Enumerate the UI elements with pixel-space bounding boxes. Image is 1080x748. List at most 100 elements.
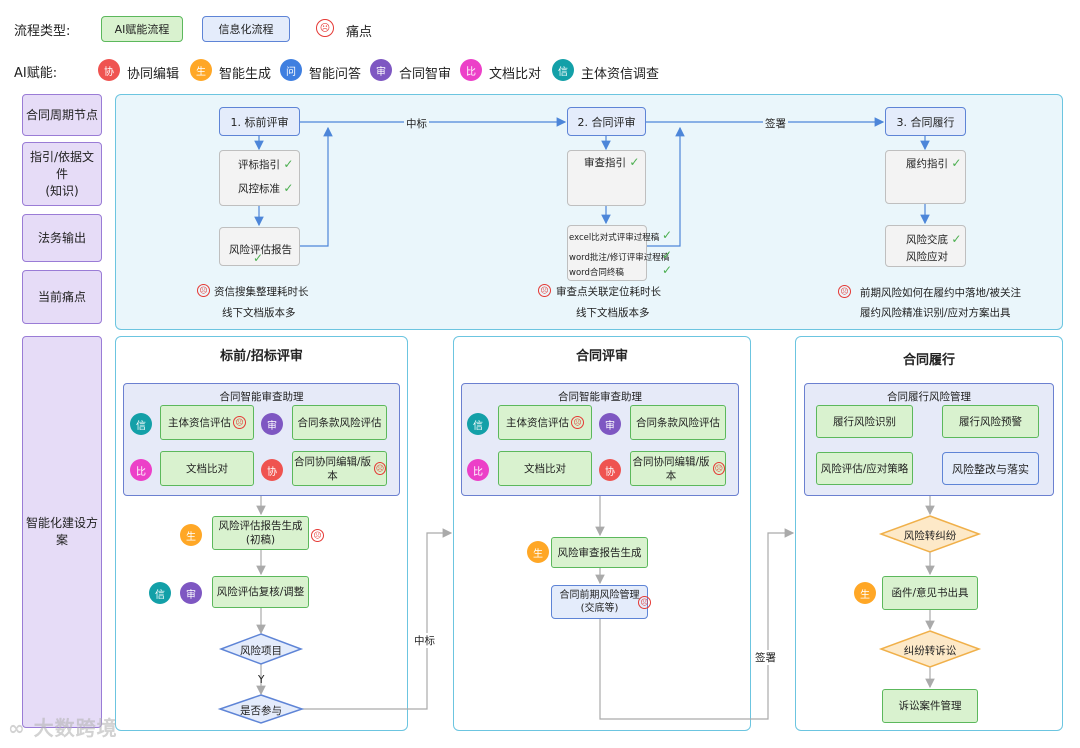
output3-a: 风险交底 ✓	[906, 232, 962, 246]
s1-credit-assess: 主体资信评估☹	[160, 405, 254, 440]
legend-info-flow: 信息化流程	[202, 16, 290, 42]
s1-edge-join-stage2	[302, 528, 453, 710]
s3-letter-issue: 函件/意见书出具	[882, 576, 978, 610]
row-plan-line2: 案	[55, 533, 68, 547]
s2-edge-label-sign: 签署	[755, 650, 776, 665]
output2-a: excel比对式评审过程稿	[569, 233, 660, 243]
output2-c: word合同终稿	[569, 268, 624, 278]
s3-risk-strategy: 风险评估/应对策略	[816, 452, 913, 485]
s3-case-mgmt: 诉讼案件管理	[882, 689, 978, 723]
ai-legend-badge-icon: 协	[98, 59, 120, 81]
s3-diamond-lawsuit-text: 纠纷转诉讼	[903, 645, 957, 657]
output2-b: word批注/修订评审过程稿	[569, 253, 670, 263]
ai-legend-text: 文档比对	[489, 67, 542, 82]
ai-legend-badge-icon: 审	[370, 59, 392, 81]
s1-diamond-join-text: 是否参与	[240, 705, 282, 717]
output3-b: 风险应对	[906, 251, 948, 263]
s2-clause-risk: 合同条款风险评估	[630, 405, 726, 440]
check-icon: ✓	[662, 248, 673, 262]
stage1-title: 标前/招标评审	[220, 349, 303, 364]
s1-report-gen-line2: (初稿)	[245, 534, 276, 546]
s3-assist-title: 合同履行风险管理	[887, 391, 971, 403]
s3-risk-warning: 履行风险预警	[942, 405, 1039, 438]
step3-node: 3. 合同履行	[885, 107, 966, 136]
check-icon: ✓	[253, 251, 264, 265]
guide1-b: 风控标准 ✓	[238, 181, 294, 195]
check-icon: ✓	[283, 157, 294, 171]
s1-yes-label: Y	[258, 674, 265, 686]
edge-label-sign: 签署	[763, 116, 788, 131]
s3-diamond-dispute-text: 风险转纠纷	[903, 530, 957, 542]
s2-risk-mgmt-line1: 合同前期风险管理	[559, 590, 640, 601]
credit-icon: 信	[149, 582, 171, 604]
check-icon: ✓	[662, 263, 673, 277]
row-plan-line1: 智能化建设方	[25, 516, 98, 530]
step2-node: 2. 合同评审	[567, 107, 646, 136]
s2-collab-edit: 合同协同编辑/版本☹	[630, 451, 726, 486]
legend-pain: 痛点	[346, 25, 373, 40]
pain1-a: 资信搜集整理耗时长	[214, 286, 309, 298]
edge-output2-loop	[647, 126, 685, 247]
output1-text: 风险评估报告	[229, 244, 292, 256]
check-icon: ✓	[951, 156, 962, 170]
row-plan: 智能化建设方 案	[22, 336, 102, 728]
s3-risk-identify: 履行风险识别	[816, 405, 913, 438]
s1-report-gen: 风险评估报告生成 (初稿)	[212, 516, 309, 550]
sad-face-icon: ☹	[316, 19, 334, 37]
s1-report-gen-line1: 风险评估报告生成	[218, 520, 303, 532]
s2-risk-mgmt-line2: (交底等)	[580, 603, 619, 614]
review-icon: 审	[180, 582, 202, 604]
pain3-b: 履约风险精准识别/应对方案出具	[860, 307, 1011, 319]
generate-icon: 生	[180, 524, 202, 546]
s1-doc-compare: 文档比对	[160, 451, 254, 486]
row-guide-line2: 件	[55, 166, 68, 181]
sad-face-icon: ☹	[197, 284, 210, 297]
pain3-a: 前期风险如何在履约中落地/被关注	[860, 287, 1022, 299]
output3-box	[885, 225, 966, 267]
watermark: ∞ 大数跨境	[8, 716, 118, 740]
sad-face-icon: ☹	[638, 596, 651, 609]
pain1-b: 线下文档版本多	[222, 307, 296, 319]
compare-icon: 比	[130, 459, 152, 481]
guide1-box	[219, 150, 300, 206]
edge-label-bid: 中标	[404, 116, 429, 131]
ai-legend-text: 协同编辑	[127, 67, 180, 82]
s2-edge-mgmt-stage3	[599, 528, 795, 720]
guide2-box	[567, 150, 646, 206]
sad-face-icon: ☹	[712, 462, 725, 475]
row-pain: 当前痛点	[22, 270, 102, 324]
stage2-title: 合同评审	[575, 349, 628, 364]
sad-face-icon: ☹	[838, 285, 851, 298]
step1-node: 1. 标前评审	[219, 107, 300, 136]
row-node: 合同周期节点	[22, 94, 102, 136]
check-icon: ✓	[629, 155, 640, 169]
row-guide-line3: (知识)	[45, 183, 79, 198]
sad-face-icon: ☹	[538, 284, 551, 297]
sad-face-icon: ☹	[374, 462, 386, 475]
s2-credit-assess: 主体资信评估☹	[498, 405, 592, 440]
sad-face-icon: ☹	[571, 416, 584, 429]
guide1-a: 评标指引 ✓	[238, 157, 294, 171]
check-icon: ✓	[283, 181, 294, 195]
ai-legend-badge-icon: 生	[190, 59, 212, 81]
s3-diamond-dispute	[878, 515, 982, 553]
s1-assist-title: 合同智能审查助理	[219, 391, 304, 403]
s2-doc-compare: 文档比对	[498, 451, 592, 486]
guide3-a: 履约指引 ✓	[906, 156, 962, 170]
generate-icon: 生	[854, 582, 876, 604]
check-icon: ✓	[951, 232, 962, 246]
s1-diamond-join	[217, 694, 305, 724]
s3-risk-rectify: 风险整改与落实	[942, 452, 1039, 485]
legend-ai-label: AI赋能:	[14, 66, 58, 81]
compare-icon: 比	[467, 459, 489, 481]
row-output: 法务输出	[22, 214, 102, 262]
credit-icon: 信	[130, 413, 152, 435]
review-icon: 审	[599, 413, 621, 435]
collab-icon: 协	[599, 459, 621, 481]
s2-risk-mgmt: 合同前期风险管理 (交底等)	[551, 585, 648, 619]
ai-legend-text: 智能问答	[309, 67, 362, 82]
ai-legend-text: 智能生成	[219, 67, 272, 82]
s2-assist-title: 合同智能审查助理	[558, 391, 642, 403]
sad-face-icon: ☹	[233, 416, 246, 429]
s1-clause-risk: 合同条款风险评估	[292, 405, 387, 440]
